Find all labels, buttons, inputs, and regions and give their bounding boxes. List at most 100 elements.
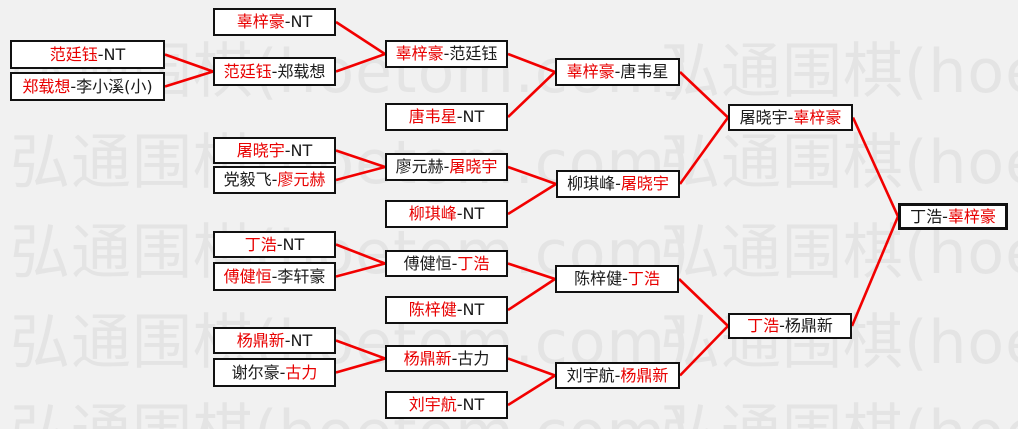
winner-name: 杨鼎新 [236,330,285,350]
bracket-line [335,243,386,265]
winner-name: 丁浩 [244,234,277,254]
bracket-line [507,277,556,312]
bracket-line [335,339,386,360]
match-box-c2r8: 谢尔豪-古力 [213,358,336,387]
bracket-line [335,20,386,56]
winner-name: 陈梓健 [408,300,457,319]
winner-name: 丁浩 [747,316,780,335]
loser-name: -杨鼎新 [779,316,833,335]
bracket-line [678,278,729,327]
loser-name: -NT [284,140,313,160]
match-box-c3r3: 廖元赫-屠晓宇 [385,153,508,181]
winner-name: 辜梓豪 [947,206,996,226]
loser-name: -李小溪(小) [70,76,153,96]
winner-name: 杨鼎新 [620,365,669,385]
loser-name: 傅健恒- [403,253,458,273]
loser-name: 丁浩- [910,206,948,226]
match-box-c2r7: 杨鼎新-NT [213,327,336,354]
loser-name: 廖元赫- [395,157,450,176]
winner-name: 刘宇航 [408,395,457,414]
loser-name: -NT [456,107,485,126]
bracket-line [507,374,556,407]
match-box-c2r6: 傅健恒-李轩豪 [213,262,336,291]
bracket-line [507,165,557,186]
bracket-line [679,325,729,377]
match-box-c2r3: 屠晓宇-NT [213,137,336,164]
winner-name: 廖元赫 [277,170,326,189]
loser-name: 屠晓宇- [739,107,794,127]
winner-name: 辜梓豪 [793,107,842,127]
bracket-line [335,262,386,278]
loser-name: 谢尔豪- [231,362,286,382]
loser-name: 党毅飞- [223,170,278,189]
winner-name: 屠晓宇 [236,140,285,160]
winner-name: 郑载想 [22,76,71,96]
match-box-c3r6: 陈梓健-NT [385,296,508,324]
bracket-line [335,165,386,182]
match-box-c5r1: 屠晓宇-辜梓豪 [728,104,853,131]
loser-name: -NT [276,234,305,254]
match-box-c4r1: 辜梓豪-唐韦星 [555,58,680,86]
bracket-line [679,71,729,119]
bracket-line [335,52,386,73]
match-box-c2r1: 辜梓豪-NT [213,8,336,36]
final-match-box-c6r1: 丁浩-辜梓豪 [898,203,1008,230]
match-box-c2r4: 党毅飞-廖元赫 [213,166,336,194]
bracket-line [164,70,214,88]
loser-name: -NT [456,204,485,223]
bracket-line [507,71,556,118]
winner-name: 丁浩 [457,253,490,273]
bracket-line [507,262,556,281]
match-box-c3r8: 刘宇航-NT [385,391,508,419]
loser-name: -NT [284,330,313,350]
winner-name: 范廷钰 [223,61,272,81]
match-box-c2r5: 丁浩-NT [213,231,336,258]
bracket-line [507,182,557,216]
bracket-line [164,53,214,73]
winner-name: 屠晓宇 [620,174,669,193]
winner-name: 唐韦星 [408,107,457,126]
loser-name: 刘宇航- [566,365,621,385]
loser-name: -李轩豪 [271,266,326,286]
loser-name: -古力 [451,348,490,368]
bracket-line [335,357,386,374]
bracket-line [678,116,730,185]
match-box-c4r4: 刘宇航-杨鼎新 [555,362,680,389]
match-box-c3r2: 唐韦星-NT [385,103,508,131]
bracket-line [850,215,900,327]
loser-name: 柳琪峰- [567,174,621,193]
loser-name: -郑载想 [271,61,326,81]
bracket-line [507,52,556,74]
winner-name: 辜梓豪 [236,12,285,31]
bracket-line [335,149,386,169]
loser-name: -NT [456,300,485,319]
loser-name: -NT [456,395,485,414]
loser-name: -唐韦星 [614,62,669,81]
match-box-c4r3: 陈梓健-丁浩 [555,265,679,293]
match-box-c2r2: 范廷钰-郑载想 [213,57,336,86]
winner-name: 杨鼎新 [403,348,452,368]
winner-name: 辜梓豪 [395,44,444,63]
winner-name: 丁浩 [627,269,660,288]
winner-name: 古力 [285,362,318,382]
match-box-c4r2: 柳琪峰-屠晓宇 [556,170,680,198]
match-box-c3r5: 傅健恒-丁浩 [385,250,508,277]
match-box-c1r2: 郑载想-李小溪(小) [10,72,165,101]
loser-name: -NT [284,12,313,31]
winner-name: 范廷钰 [49,44,98,64]
winner-name: 屠晓宇 [449,157,498,176]
match-box-c5r2: 丁浩-杨鼎新 [728,313,852,339]
match-box-c3r1: 辜梓豪-范廷钰 [385,40,508,68]
winner-name: 柳琪峰 [408,204,457,223]
match-box-c3r4: 柳琪峰-NT [385,200,508,228]
bracket-line [507,357,556,377]
match-box-c3r7: 杨鼎新-古力 [385,345,508,372]
winner-name: 辜梓豪 [566,62,615,81]
loser-name: -范廷钰 [443,44,498,63]
winner-name: 傅健恒 [223,266,272,286]
loser-name: -NT [97,44,126,64]
bracket-line [851,116,900,218]
match-box-c1r1: 范廷钰-NT [10,40,165,69]
